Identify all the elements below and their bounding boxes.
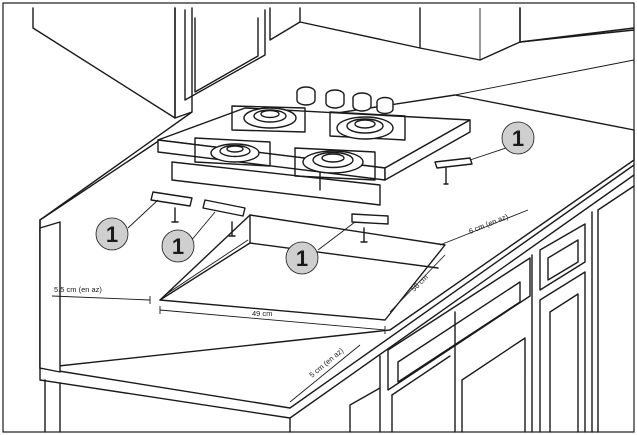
burners [194, 105, 406, 181]
bracket-right [434, 157, 473, 185]
svg-text:1: 1 [106, 222, 118, 247]
upper-cabinets [32, 7, 635, 119]
bracket-front [351, 213, 389, 243]
base-cabinets [44, 185, 635, 433]
svg-text:1: 1 [172, 234, 184, 259]
burner-front-right [294, 147, 376, 181]
bracket-left-rear [150, 191, 193, 223]
fixing-brackets [150, 157, 473, 243]
hob-knobs [296, 86, 394, 115]
burner-back-right [329, 111, 406, 141]
callout-left: 1 [95, 217, 129, 251]
callouts: 1 1 1 1 [95, 121, 535, 275]
left-gap-label: 5.5 cm (en az) [54, 285, 102, 294]
callout-right: 1 [501, 121, 535, 155]
burner-back-left [231, 105, 306, 133]
burner-front-left [194, 137, 271, 167]
callout-left-center: 1 [161, 229, 195, 263]
svg-text:1: 1 [296, 246, 308, 271]
front-gap-label: 5 cm (en az) [308, 346, 346, 380]
cutout-width-label: 49 cm [252, 309, 272, 318]
wall-lines [39, 21, 635, 221]
bracket-left-front [202, 199, 246, 237]
dimension-lines [51, 209, 529, 403]
svg-text:1: 1 [512, 126, 524, 151]
callout-center: 1 [285, 241, 319, 275]
